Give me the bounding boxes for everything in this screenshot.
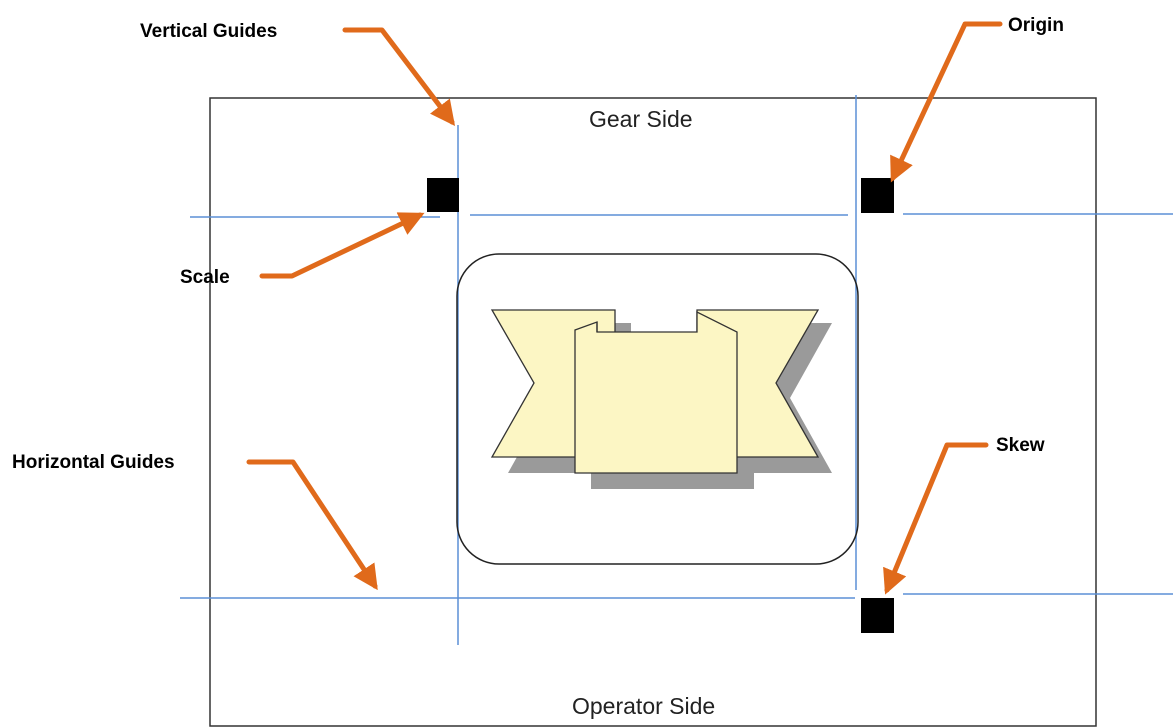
scale-arrow (259, 212, 425, 279)
banner-ribbon-icon (490, 309, 832, 489)
skew-marker (861, 598, 894, 633)
origin-arrow (890, 21, 1003, 183)
scale-label: Scale (180, 267, 230, 288)
origin-marker (861, 178, 894, 213)
sheet-frame (209, 97, 1097, 727)
gear-side-label: Gear Side (589, 106, 693, 132)
vertical-guides-label: Vertical Guides (140, 21, 277, 42)
horizontal-guides-arrow (246, 459, 378, 591)
horizontal-guides-label: Horizontal Guides (12, 452, 175, 473)
skew-label: Skew (996, 435, 1045, 456)
origin-label: Origin (1008, 15, 1064, 36)
scale-marker (427, 178, 459, 212)
operator-side-label: Operator Side (572, 693, 715, 719)
banner-body (490, 309, 820, 474)
callout-arrows (246, 21, 1003, 595)
vertical-guides-arrow (342, 27, 456, 126)
guide-lines (180, 95, 1173, 645)
skew-arrow (883, 442, 989, 595)
content-box (456, 253, 859, 565)
